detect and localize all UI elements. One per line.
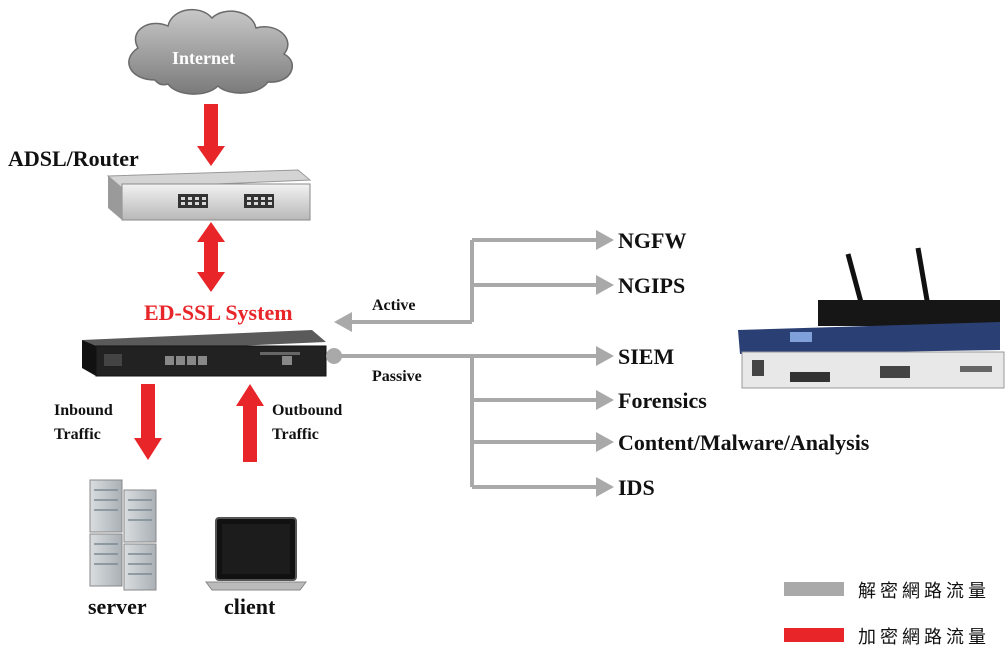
security-appliances-icon <box>738 247 1005 389</box>
tap-point-dot <box>326 348 342 364</box>
tool-arrowheads <box>596 230 614 497</box>
tool-ids: IDS <box>618 475 655 500</box>
inbound-label-line2: Traffic <box>54 426 101 443</box>
system-label: ED-SSL System <box>144 300 293 325</box>
legend-decrypted-swatch <box>784 582 844 596</box>
active-label: Active <box>372 297 416 314</box>
router-label: ADSL/Router <box>8 146 139 171</box>
active-return-arrow <box>334 312 472 332</box>
internet-cloud-icon <box>128 8 294 95</box>
outbound-traffic-arrow <box>236 384 264 462</box>
tool-siem: SIEM <box>618 344 675 369</box>
tool-ngips: NGIPS <box>618 273 686 298</box>
legend-encrypted-label: 加密網路流量 <box>858 627 990 648</box>
legend-encrypted-swatch <box>784 628 844 642</box>
inbound-label-line1: Inbound <box>54 402 113 419</box>
tool-forensics: Forensics <box>618 388 707 413</box>
router-system-double-arrow <box>197 222 225 292</box>
client-label: client <box>224 594 276 619</box>
tool-distribution-lines <box>336 238 600 489</box>
server-icon <box>89 479 157 591</box>
internet-to-router-arrow <box>197 104 225 166</box>
internet-label: Internet <box>172 48 235 68</box>
router-device-icon <box>106 169 312 221</box>
passive-label: Passive <box>372 368 422 385</box>
laptop-icon <box>205 517 307 591</box>
server-label: server <box>88 594 147 619</box>
tool-content-analysis: Content/Malware/Analysis <box>618 430 870 455</box>
tool-ngfw: NGFW <box>618 228 687 253</box>
ed-ssl-appliance-icon <box>82 330 327 377</box>
legend-decrypted-label: 解密網路流量 <box>858 581 990 602</box>
outbound-label-line1: Outbound <box>272 402 343 419</box>
outbound-label-line2: Traffic <box>272 426 319 443</box>
inbound-traffic-arrow <box>134 384 162 460</box>
